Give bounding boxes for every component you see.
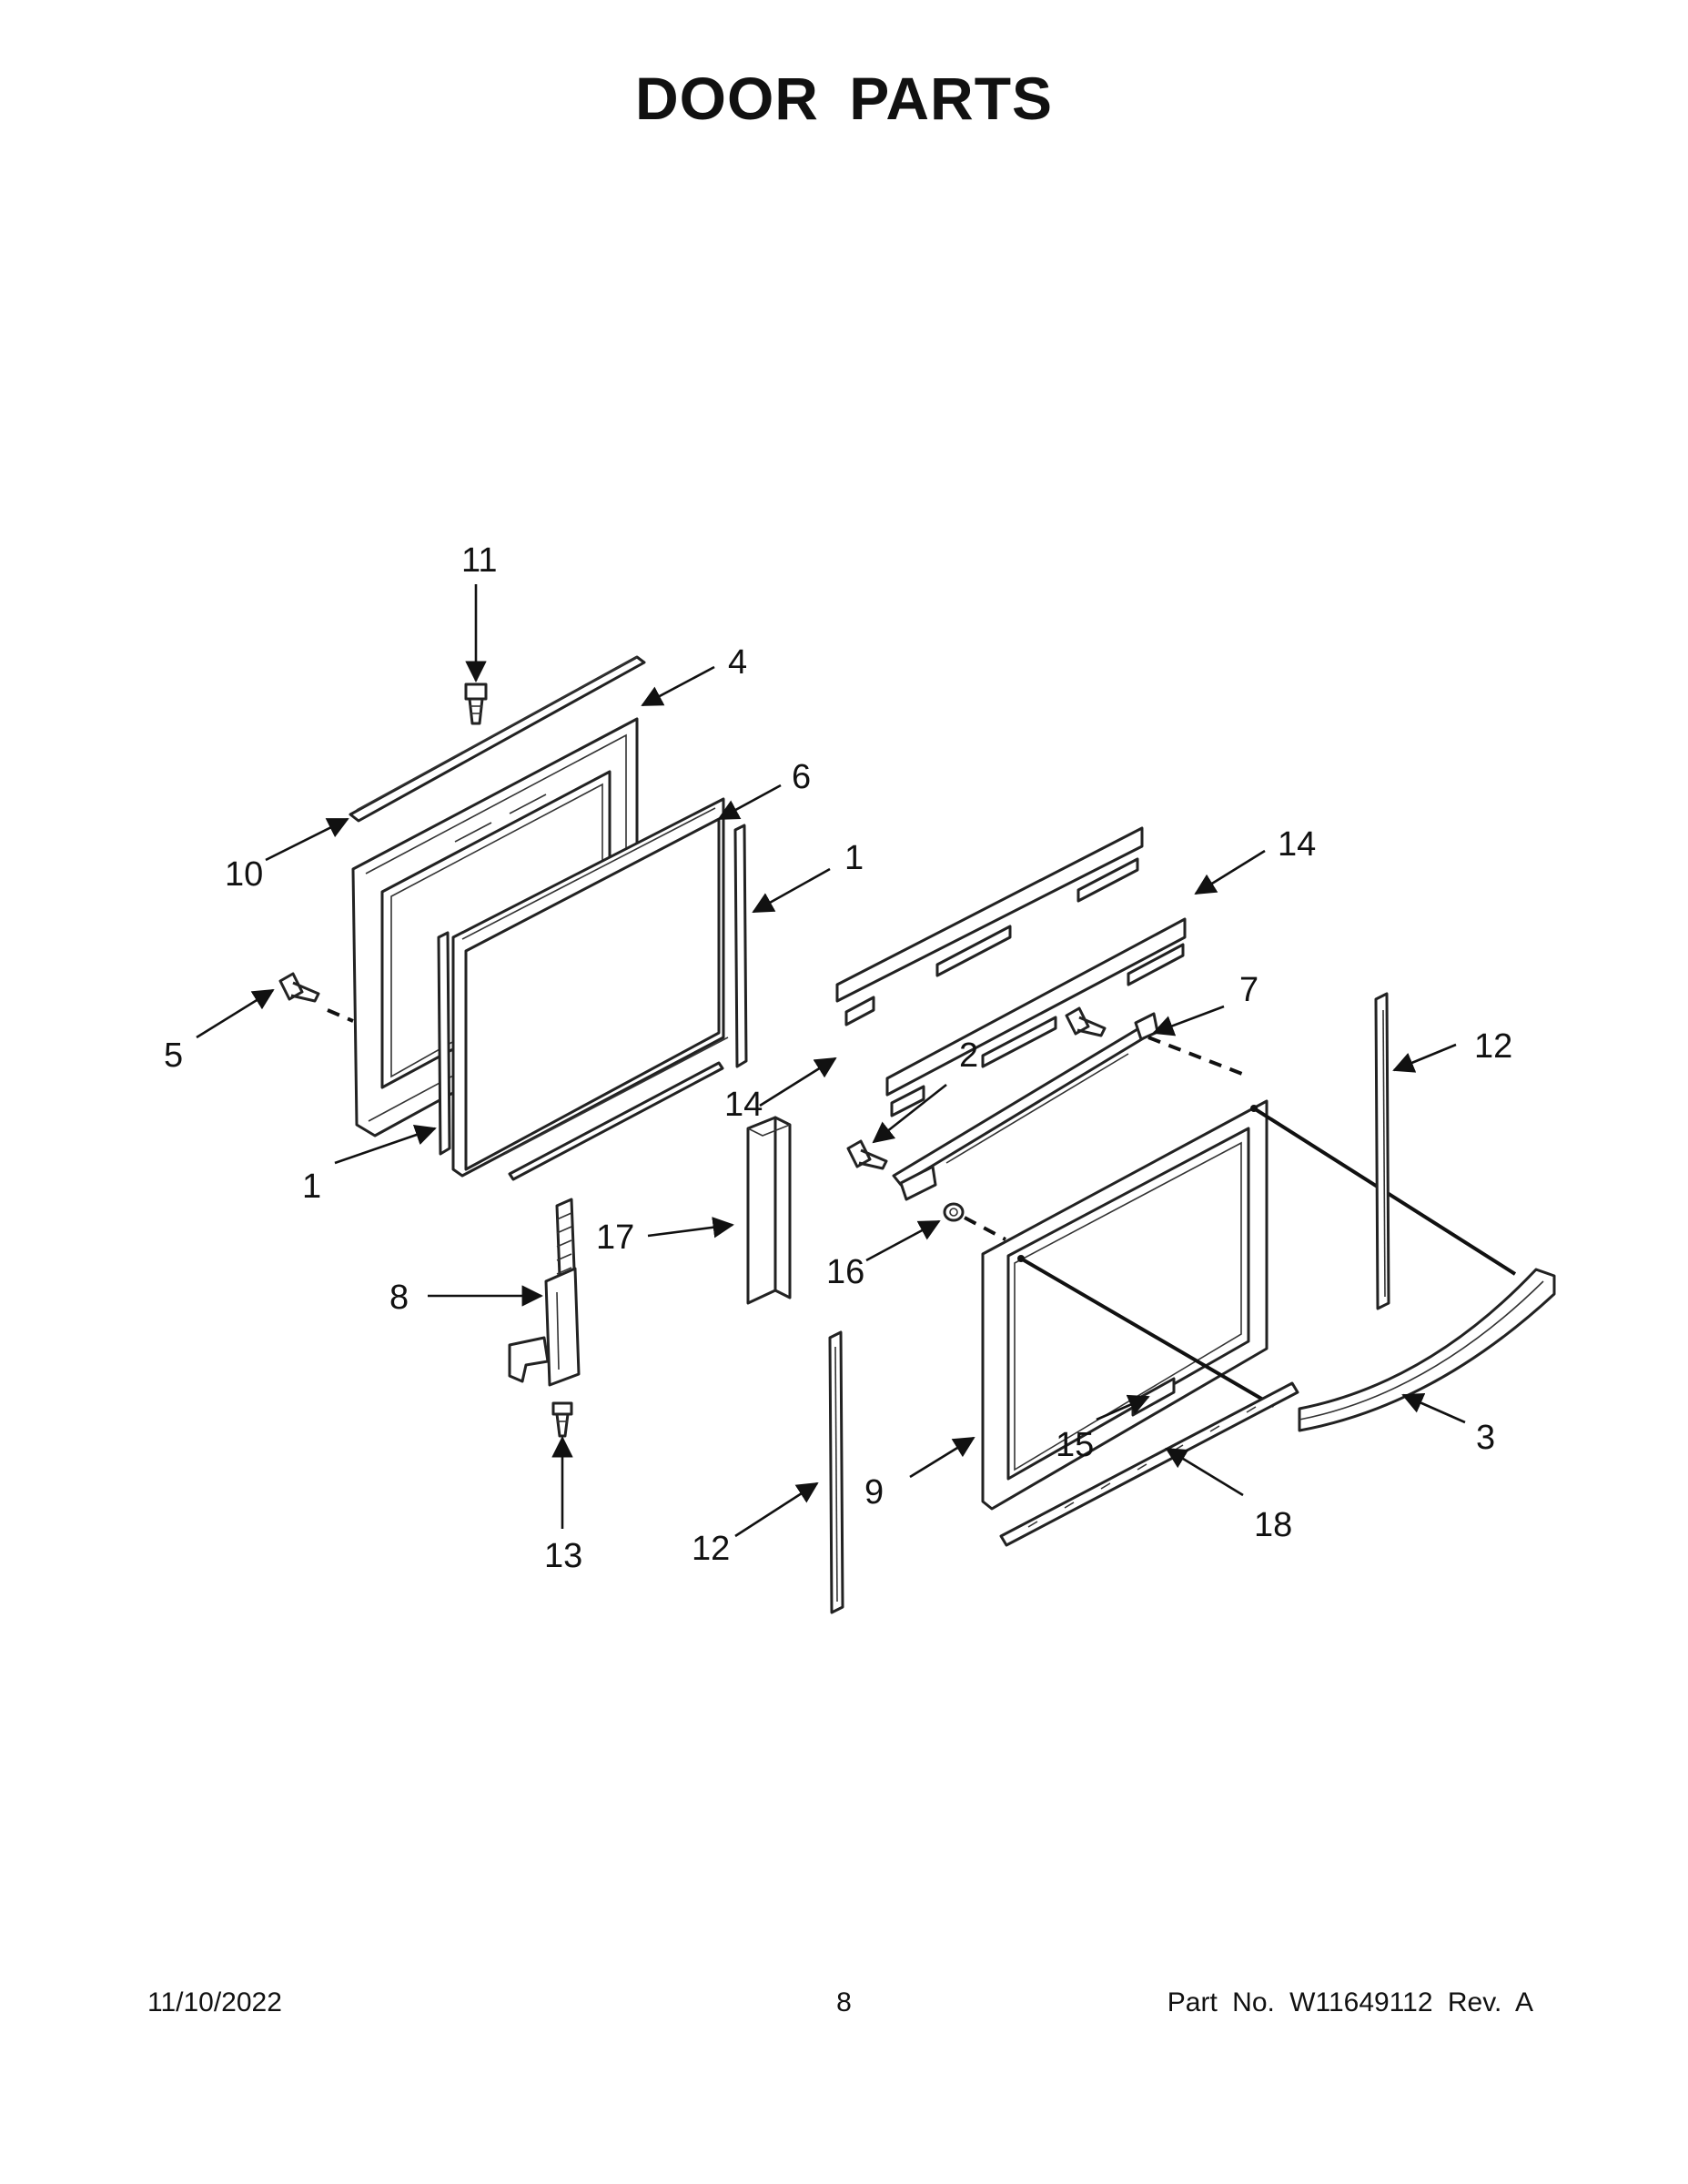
callout-17: 17 bbox=[596, 1218, 634, 1257]
insulation-channel-part bbox=[746, 1116, 792, 1305]
footer-part-number: Part No. W11649112 Rev. A bbox=[1167, 1987, 1533, 2017]
callout-11: 11 bbox=[461, 541, 497, 580]
door-hinge-part bbox=[508, 1198, 581, 1387]
door-handle-part bbox=[1298, 1268, 1556, 1432]
side-trim-right-part bbox=[1374, 992, 1390, 1310]
callout-12-right: 12 bbox=[1474, 1027, 1512, 1066]
washer-path-line bbox=[964, 1216, 1006, 1241]
callout-15: 15 bbox=[1056, 1426, 1094, 1464]
gasket-strip-bottom-part bbox=[508, 1061, 724, 1181]
door-rail-bracket-lower-part bbox=[885, 917, 1187, 1117]
callout-4: 4 bbox=[728, 643, 747, 682]
door-glass-part bbox=[451, 797, 729, 1178]
door-rail-bracket-upper-part bbox=[835, 826, 1144, 1026]
callout-14-right: 14 bbox=[1278, 825, 1316, 864]
page-title: DOOR PARTS bbox=[634, 65, 1054, 132]
callout-9: 9 bbox=[864, 1473, 884, 1512]
gasket-strip-right-part bbox=[733, 824, 748, 1068]
callout-13: 13 bbox=[544, 1537, 582, 1575]
leader-arrows bbox=[196, 584, 1466, 1538]
screw-11-part bbox=[464, 682, 488, 725]
screw-5-path-line bbox=[327, 1008, 354, 1023]
outer-door-panel-part bbox=[981, 1099, 1269, 1511]
callout-2: 2 bbox=[959, 1036, 978, 1075]
callout-6: 6 bbox=[792, 758, 811, 796]
callout-8: 8 bbox=[389, 1279, 409, 1317]
footer-page-number: 8 bbox=[836, 1987, 852, 2017]
washer-16-part bbox=[943, 1202, 965, 1222]
callout-5: 5 bbox=[164, 1036, 183, 1075]
callout-12-left: 12 bbox=[692, 1530, 730, 1568]
callout-14-left: 14 bbox=[724, 1086, 763, 1124]
screw-2-part bbox=[846, 1139, 888, 1170]
screw-7-path-line bbox=[1147, 1036, 1248, 1077]
callout-10: 10 bbox=[225, 855, 263, 894]
gasket-strip-left-part bbox=[437, 931, 451, 1156]
callout-3: 3 bbox=[1476, 1419, 1495, 1457]
callout-18: 18 bbox=[1254, 1506, 1292, 1544]
door-top-trim-part bbox=[349, 655, 646, 823]
side-trim-left-part bbox=[828, 1330, 844, 1614]
callout-1-right: 1 bbox=[844, 839, 864, 877]
footer-date: 11/10/2022 bbox=[147, 1987, 282, 2017]
callout-1-left: 1 bbox=[302, 1168, 321, 1206]
handle-mount-line-lower bbox=[1019, 1257, 1276, 1408]
screw-5-part bbox=[278, 972, 320, 1003]
callout-7: 7 bbox=[1239, 971, 1258, 1009]
callout-16: 16 bbox=[826, 1253, 864, 1291]
screw-7-part bbox=[1065, 1006, 1107, 1037]
screw-13-part bbox=[551, 1401, 573, 1438]
callout-labels: 11 4 10 6 1 5 1 14 14 7 2 12 3 17 16 8 9… bbox=[164, 541, 1512, 1575]
